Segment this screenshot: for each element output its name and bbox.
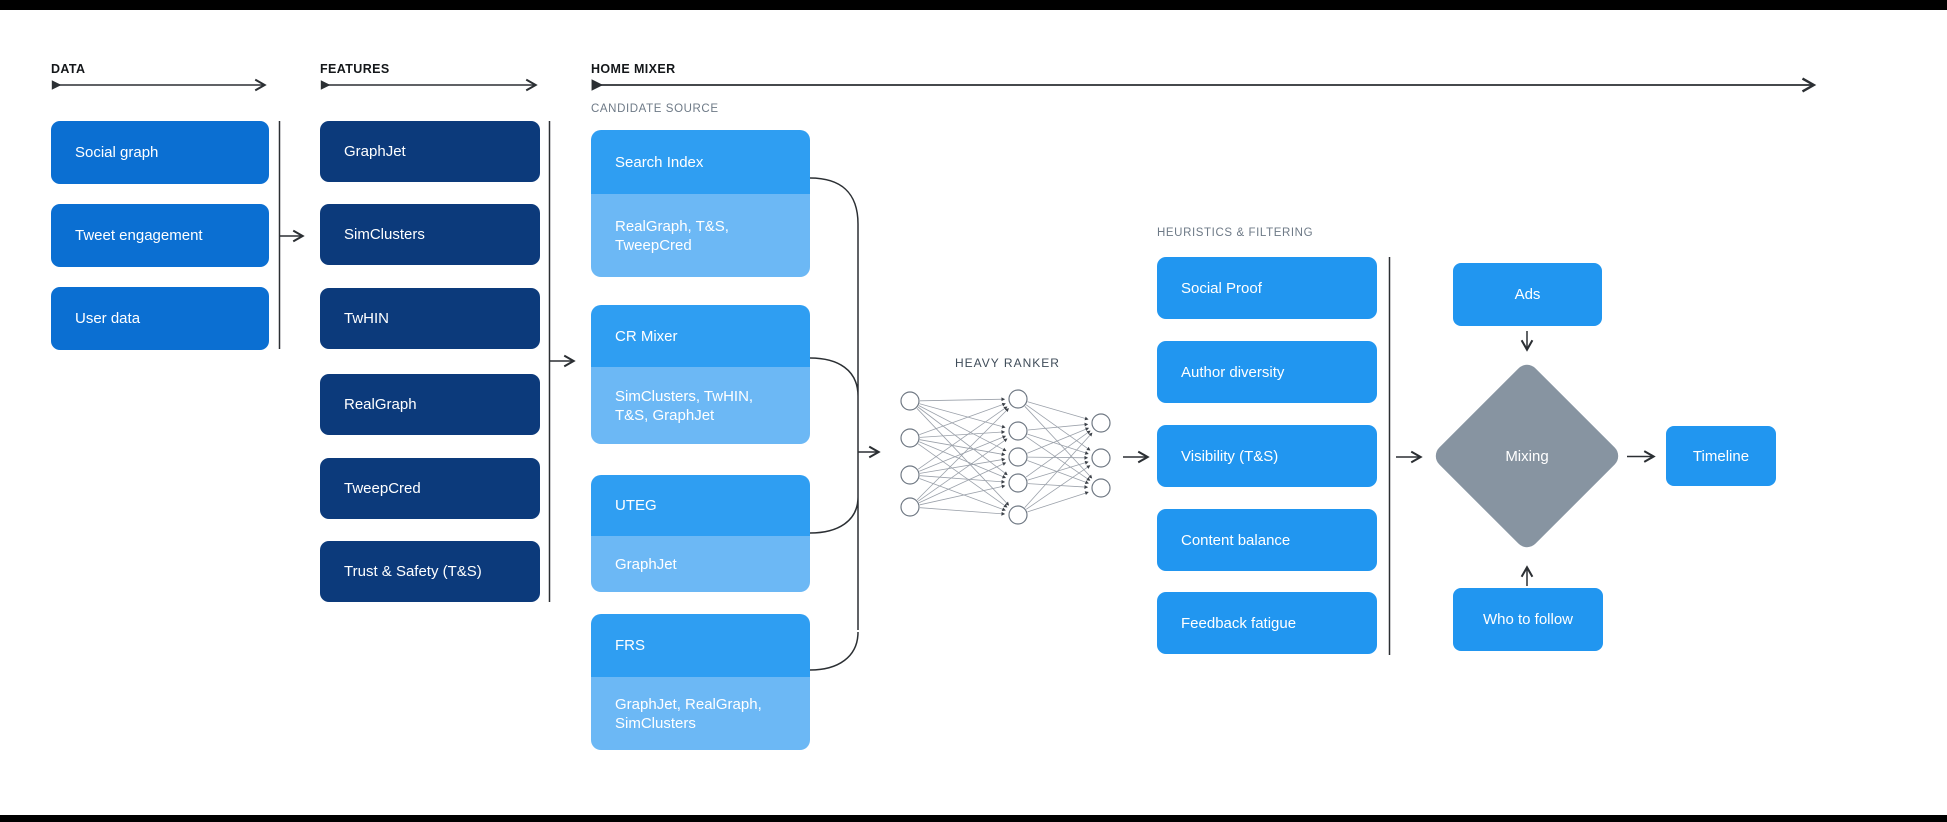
node-author-diversity: Author diversity (1157, 341, 1377, 403)
node-sublabel: GraphJet, RealGraph, SimClusters (615, 695, 762, 732)
candidate-name: CR Mixer (591, 305, 810, 367)
node-label: Trust & Safety (T&S) (344, 563, 482, 580)
node-who-to-follow: Who to follow (1453, 588, 1603, 651)
mixing-diamond-label: Mixing (1431, 360, 1623, 553)
node-feedback-fatigue: Feedback fatigue (1157, 592, 1377, 654)
candidate-name: FRS (591, 614, 810, 677)
node-timeline: Timeline (1666, 426, 1776, 486)
node-label: TweepCred (344, 480, 421, 497)
node-content-balance: Content balance (1157, 509, 1377, 571)
section-header-data: DATA (51, 62, 86, 76)
node-label: Content balance (1181, 531, 1291, 549)
node-label: Search Index (615, 153, 704, 171)
node-sublabel: SimClusters, TwHIN, T&S, GraphJet (615, 387, 754, 424)
candidate-uses: GraphJet (591, 536, 810, 592)
candidate-name: Search Index (591, 130, 810, 194)
node-label: RealGraph (344, 396, 417, 413)
candidate-frs: FRS GraphJet, RealGraph, SimClusters (591, 614, 810, 750)
node-label: UTEG (615, 497, 657, 514)
node-user-data: User data (51, 287, 269, 350)
node-label: Social Proof (1181, 279, 1262, 297)
label-heavy-ranker: HEAVY RANKER (955, 356, 1060, 370)
node-label: Visibility (T&S) (1181, 447, 1279, 465)
candidate-uses: GraphJet, RealGraph, SimClusters (591, 677, 810, 750)
candidate-cr-mixer: CR Mixer SimClusters, TwHIN, T&S, GraphJ… (591, 305, 810, 444)
node-sublabel: GraphJet (615, 555, 677, 573)
label-candidate-source: CANDIDATE SOURCE (591, 103, 719, 115)
node-label: Social graph (75, 144, 159, 161)
node-social-proof: Social Proof (1157, 257, 1377, 319)
node-simclusters: SimClusters (320, 204, 540, 265)
candidate-uses: RealGraph, T&S, TweepCred (591, 194, 810, 277)
node-realgraph: RealGraph (320, 374, 540, 435)
section-header-features: FEATURES (320, 62, 390, 76)
heavy-ranker-network-nodes (900, 389, 1111, 525)
bottom-frame-bar (0, 815, 1947, 822)
node-tweet-engagement: Tweet engagement (51, 204, 269, 267)
node-tweepcred: TweepCred (320, 458, 540, 519)
node-label: TwHIN (344, 310, 389, 327)
candidate-uteg: UTEG GraphJet (591, 475, 810, 592)
node-label: Author diversity (1181, 363, 1285, 381)
node-label: Feedback fatigue (1181, 614, 1297, 632)
node-label: Timeline (1692, 447, 1750, 465)
node-label: CR Mixer (615, 327, 678, 345)
node-ads: Ads (1453, 263, 1602, 326)
node-label: User data (75, 310, 141, 327)
node-social-graph: Social graph (51, 121, 269, 184)
node-label: GraphJet (344, 143, 406, 160)
node-graphjet: GraphJet (320, 121, 540, 182)
candidate-uses: SimClusters, TwHIN, T&S, GraphJet (591, 367, 810, 444)
node-label: Tweet engagement (75, 227, 203, 244)
node-label: Who to follow (1482, 611, 1574, 628)
node-visibility: Visibility (T&S) (1157, 425, 1377, 487)
node-label: Mixing (1505, 448, 1549, 465)
node-sublabel: RealGraph, T&S, TweepCred (615, 217, 729, 254)
candidate-name: UTEG (591, 475, 810, 536)
node-trust-safety: Trust & Safety (T&S) (320, 541, 540, 602)
node-label: Ads (1514, 286, 1541, 303)
node-label: SimClusters (344, 226, 425, 243)
heavy-ranker-network-edges (916, 397, 1093, 516)
node-label: FRS (615, 637, 645, 654)
candidate-collector-rail (809, 177, 859, 671)
top-frame-bar (0, 0, 1947, 10)
node-twhin: TwHIN (320, 288, 540, 349)
section-header-home-mixer: HOME MIXER (591, 62, 676, 76)
label-heuristics-filtering: HEURISTICS & FILTERING (1157, 227, 1314, 239)
candidate-search-index: Search Index RealGraph, T&S, TweepCred (591, 130, 810, 277)
